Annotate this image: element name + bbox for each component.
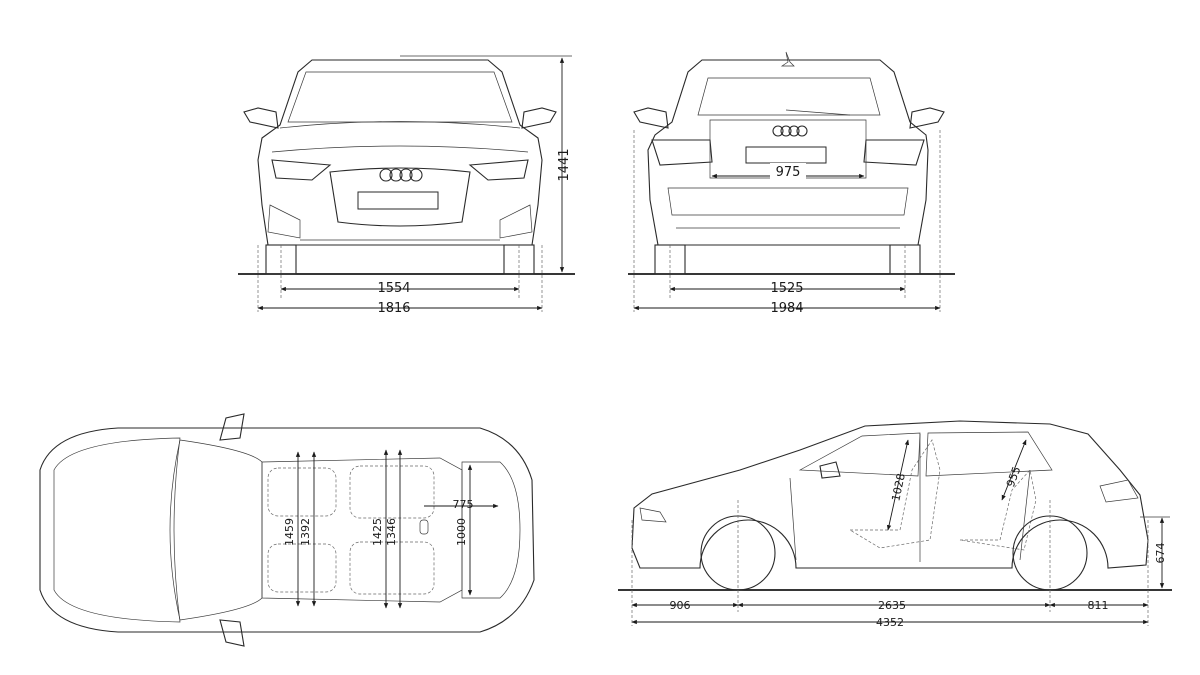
front-license-plate — [357, 191, 439, 210]
side-mirror — [819, 461, 841, 479]
top-body-outline — [39, 427, 535, 633]
front-headroom-label: 1028 — [889, 472, 908, 502]
rear-wiper — [785, 109, 851, 116]
side-headlight — [639, 507, 667, 523]
rear-left-taillight — [651, 139, 713, 166]
mirror-width-label: 1984 — [770, 301, 803, 316]
rear-headroom-width-label: 1425 — [371, 518, 384, 546]
rear-right-taillight — [863, 139, 925, 166]
front-left-headlight — [271, 159, 332, 181]
rear-overhang-label: 811 — [1088, 599, 1109, 612]
front-view: 1554 1816 1441 — [238, 55, 575, 316]
top-left-mirror — [219, 413, 245, 441]
rear-headroom-label: 955 — [1004, 465, 1023, 489]
side-rear-seat — [959, 469, 1037, 551]
overall-length-label: 4352 — [876, 616, 904, 629]
front-body-outline — [257, 59, 543, 246]
front-overhang-label: 906 — [670, 599, 691, 612]
rear-bumper — [667, 187, 909, 216]
side-front-window — [798, 432, 921, 477]
height-label: 1441 — [557, 148, 572, 181]
rear-track-label: 1525 — [770, 281, 803, 296]
roof-antenna — [780, 51, 795, 67]
side-body-outline — [631, 420, 1149, 569]
front-windshield — [287, 71, 513, 123]
rear-body-outline — [647, 59, 929, 246]
boot-length-label: 775 — [453, 498, 474, 511]
rear-headroom-dimension — [1001, 439, 1027, 501]
tailgate-opening-label: 975 — [776, 165, 801, 180]
top-door-handle — [419, 519, 429, 535]
rear-brand-logo — [772, 125, 808, 137]
rear-view: 975 1525 1984 — [628, 51, 955, 316]
seats — [267, 465, 435, 595]
front-width-label: 1816 — [377, 301, 410, 316]
front-right-wheel — [503, 244, 535, 275]
top-boot — [461, 461, 521, 599]
side-rear-window — [925, 431, 1053, 477]
rear-window — [697, 77, 881, 116]
rear-right-wheel — [889, 244, 921, 275]
front-right-headlight — [468, 159, 529, 181]
side-view: 1028 955 674 906 2635 811 4352 — [618, 420, 1172, 629]
sill-height-label: 674 — [1154, 543, 1167, 564]
wheelbase-label: 2635 — [878, 599, 906, 612]
tailgate — [709, 119, 867, 179]
rear-license-plate — [745, 146, 827, 164]
side-door-lines — [789, 434, 1031, 562]
front-left-wheel — [265, 244, 297, 275]
top-hood — [53, 437, 181, 623]
boot-width-label: 1000 — [455, 518, 468, 546]
front-right-mirror — [521, 107, 557, 129]
side-taillight — [1099, 479, 1139, 503]
top-right-mirror — [219, 619, 245, 647]
top-view: 1459 1392 1425 1346 1000 775 — [39, 413, 535, 647]
rear-shoulder-width-label: 1346 — [385, 518, 398, 546]
rear-right-mirror — [909, 107, 945, 129]
rear-left-wheel — [654, 244, 686, 275]
front-headroom-dimension — [886, 439, 910, 531]
front-track-label: 1554 — [377, 281, 410, 296]
front-left-mirror — [243, 107, 279, 129]
brand-logo — [379, 168, 423, 182]
front-shoulder-width-label: 1392 — [299, 518, 312, 546]
rear-left-mirror — [633, 107, 669, 129]
front-headroom-width-label: 1459 — [283, 518, 296, 546]
top-windshield — [169, 439, 263, 621]
front-grille — [329, 167, 471, 227]
